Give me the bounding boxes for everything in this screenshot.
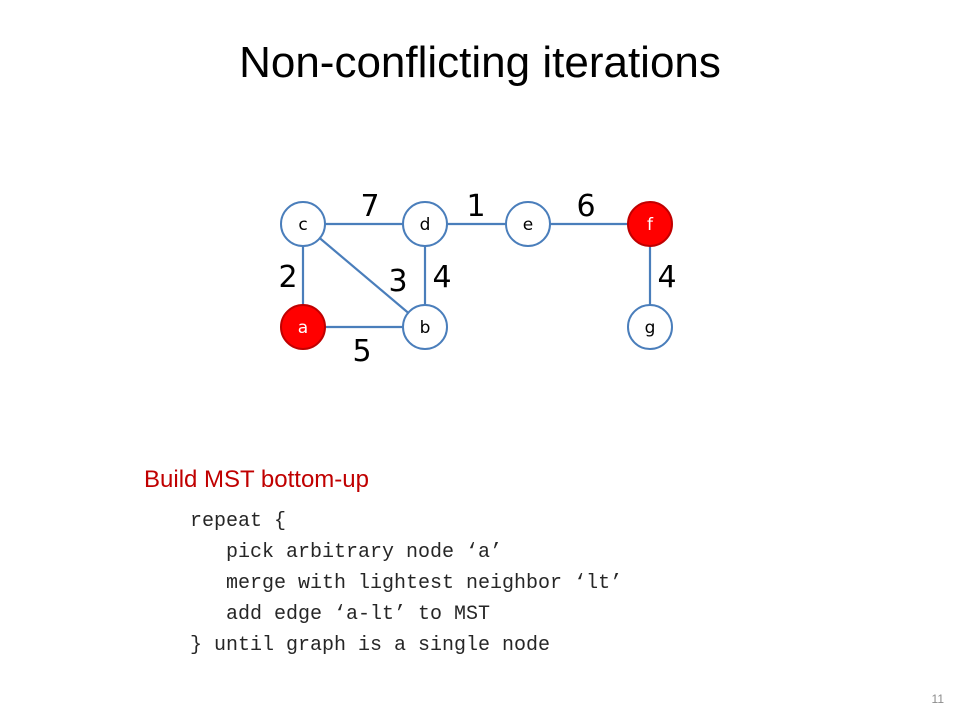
nodes-layer: c d e f a b g [280, 201, 673, 350]
graph-node-g: g [627, 304, 673, 350]
node-circle-e [505, 201, 551, 247]
algorithm-heading: Build MST bottom-up [144, 466, 369, 493]
slide-title: Non-conflicting iterations [239, 38, 721, 87]
edge-weight-c-d: 7 [360, 189, 379, 224]
code-line: pick arbitrary node ‘a’ [190, 541, 503, 564]
node-circle-c [280, 201, 326, 247]
graph-node-d: d [402, 201, 448, 247]
code-line: add edge ‘a-lt’ to MST [190, 603, 491, 626]
edge-weight-a-b: 5 [352, 334, 371, 369]
graph-node-f: f [627, 201, 673, 247]
node-label-a: a [298, 318, 308, 338]
node-label-e: e [523, 215, 533, 235]
node-circle-a [280, 304, 326, 350]
graph-node-b: b [402, 304, 448, 350]
slide-number: 11 [931, 692, 944, 706]
code-line: repeat { [190, 510, 287, 533]
node-circle-f [627, 201, 673, 247]
node-circle-b [402, 304, 448, 350]
node-circle-d [402, 201, 448, 247]
node-label-c: c [298, 215, 307, 235]
edge-c-b [302, 223, 426, 328]
code-line: merge with lightest neighbor ‘lt’ [190, 572, 623, 595]
node-label-d: d [420, 215, 431, 235]
code-line: } until graph is a single node [190, 634, 551, 657]
edge-weight-c-a: 2 [278, 260, 297, 295]
graph-node-a: a [280, 304, 326, 350]
edge-weight-f-g: 4 [657, 260, 676, 295]
node-label-b: b [420, 318, 431, 338]
edge-weight-c-b: 3 [388, 264, 407, 299]
graph-node-c: c [280, 201, 326, 247]
node-label-f: f [647, 215, 654, 235]
code-block: repeat { pick arbitrary node ‘a’ merge w… [190, 506, 622, 661]
edge-weight-d-b: 4 [432, 260, 451, 295]
edge-weight-d-e: 1 [466, 189, 485, 224]
edge-weight-e-f: 6 [576, 189, 595, 224]
node-circle-g [627, 304, 673, 350]
edges-layer [301, 222, 652, 329]
node-label-g: g [645, 318, 656, 338]
graph-node-e: e [505, 201, 551, 247]
